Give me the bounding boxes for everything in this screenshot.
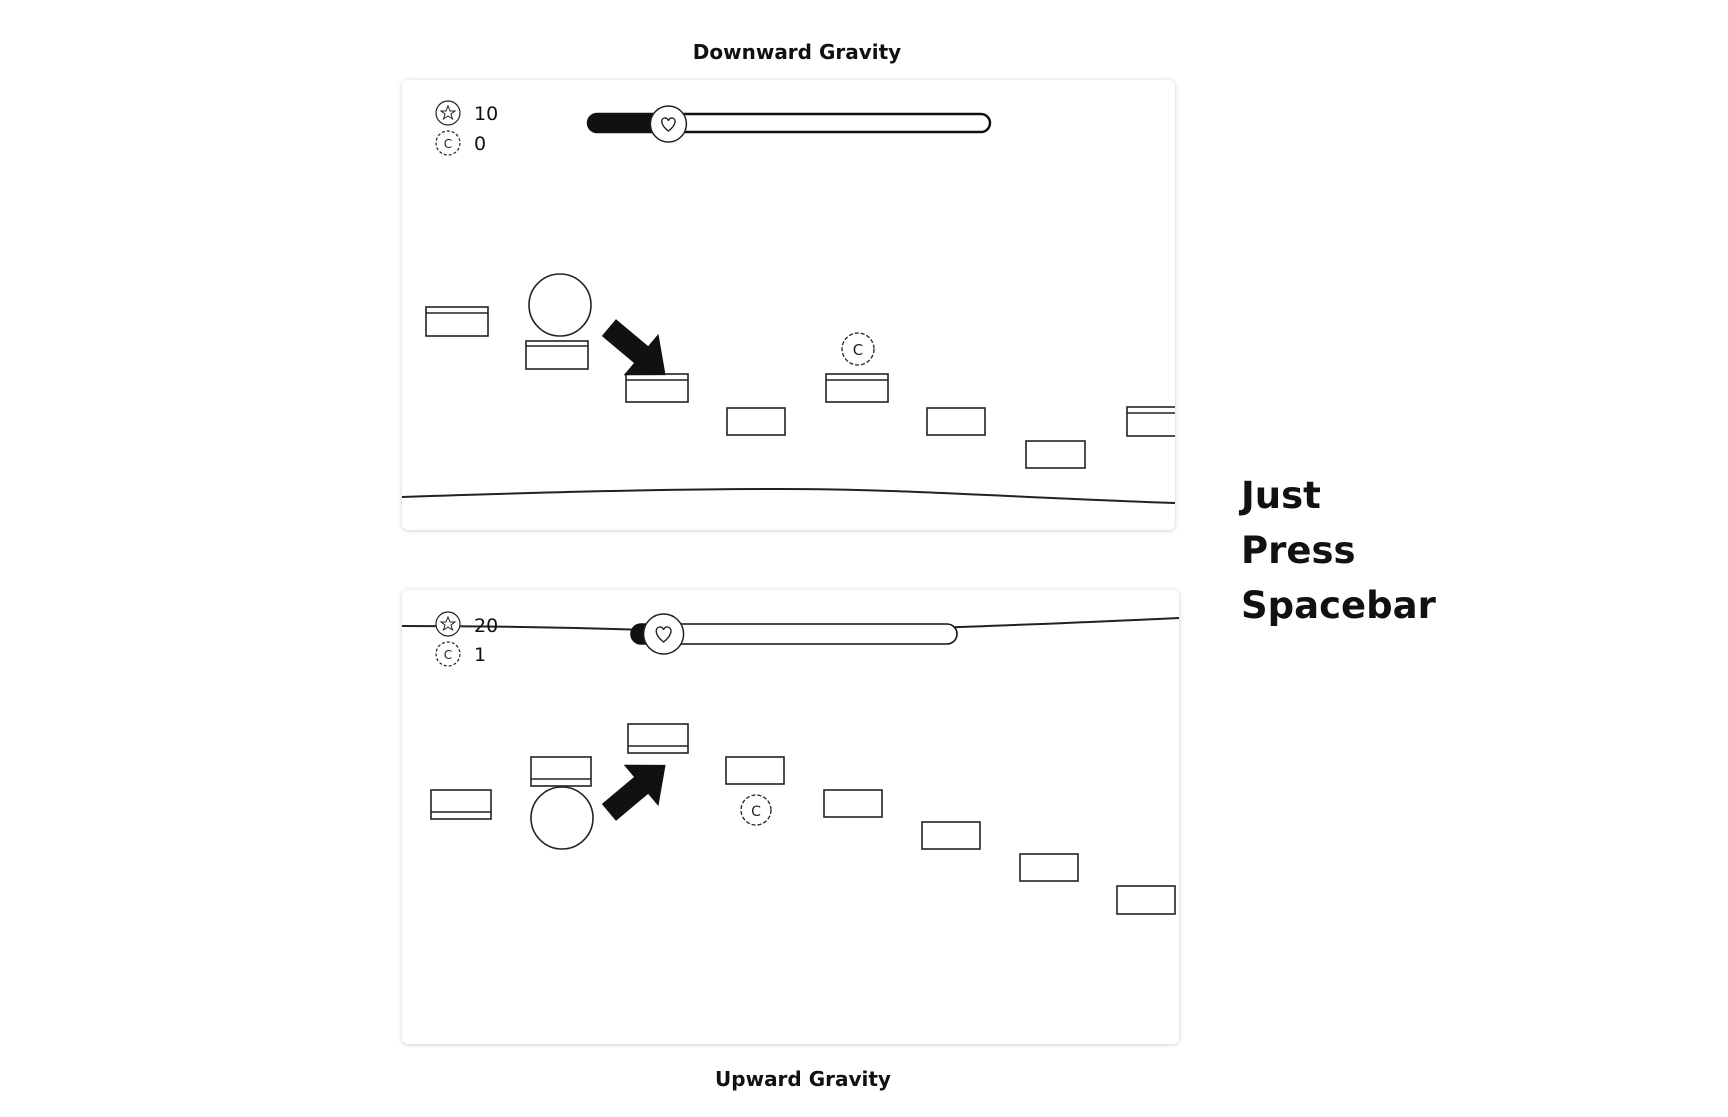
svg-text:C: C [751,804,761,820]
game-panel-downward[interactable]: 10 C 0 [402,80,1175,530]
heart-icon [642,613,685,655]
player-ball [528,273,592,337]
hint-line-2: Press [1241,529,1356,572]
platform [430,789,492,820]
platform [525,340,589,370]
coin-pickup-icon: C [740,794,772,826]
platform [823,789,883,818]
arrow-icon [601,764,666,821]
svg-text:C: C [853,341,863,359]
star-icon [435,611,461,637]
arrow-icon [601,319,666,376]
coin-count: 1 [474,644,486,666]
health-bar [586,105,992,143]
star-count: 20 [474,615,498,637]
health-bar [630,613,958,655]
star-icon [435,100,461,126]
coin-count: 0 [474,133,486,155]
player-ball [530,786,594,850]
coin-icon: C [435,641,461,667]
platform [1116,885,1176,915]
platform [627,723,689,754]
platform [926,407,986,436]
coin-pickup-icon: C [841,332,875,366]
game-panel-upward[interactable]: 20 C 1 [402,590,1179,1044]
downward-gravity-title: Downward Gravity [692,40,902,64]
coin-icon: C [435,130,461,156]
star-count: 10 [474,103,498,125]
platform [1019,853,1079,882]
platform [625,373,689,403]
hint-line-3: Spacebar [1241,584,1436,627]
platform [1025,440,1086,469]
svg-text:C: C [444,137,452,151]
platform [825,373,889,403]
platform [921,821,981,850]
platform [725,756,785,785]
platform [425,306,489,337]
ground-line [402,487,1175,504]
spacebar-hint: Just Press Spacebar [1241,468,1541,633]
platform [1126,406,1175,437]
platform [726,407,786,436]
svg-text:C: C [444,648,452,662]
upward-gravity-title: Upward Gravity [715,1067,891,1091]
heart-icon [649,105,688,143]
platform [530,756,592,787]
hint-line-1: Just [1241,474,1321,517]
